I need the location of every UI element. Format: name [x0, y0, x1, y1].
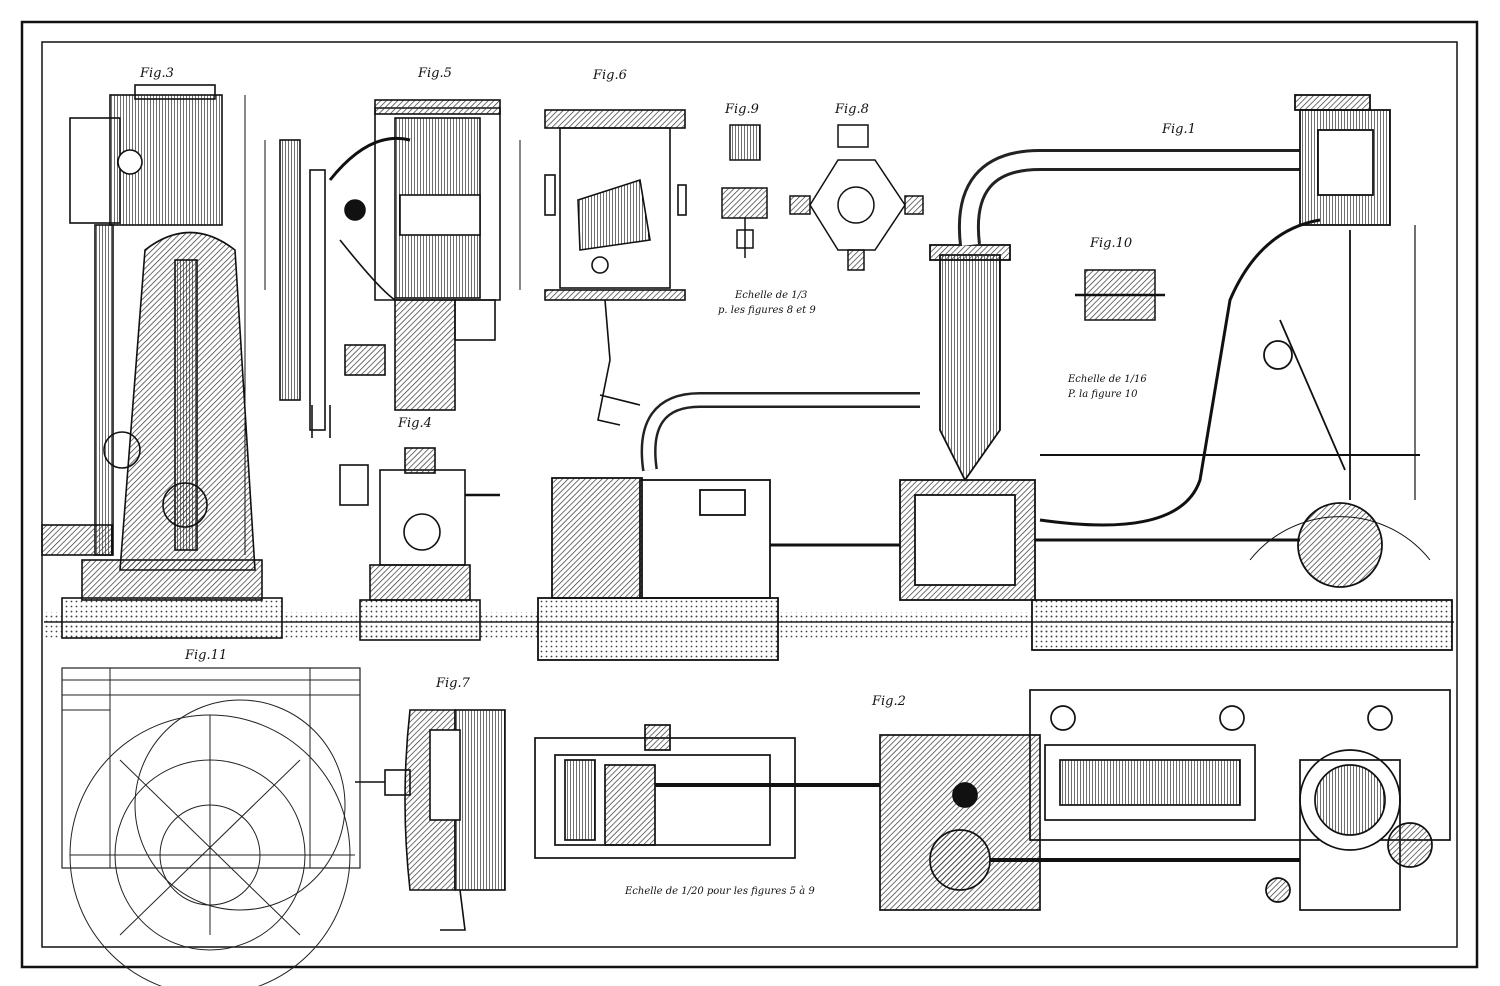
fig11-diagram	[61, 667, 361, 986]
fig5-label: Fig.5	[418, 66, 452, 81]
fig6-slide-valve	[544, 109, 687, 426]
fig10-label: Fig.10	[1090, 236, 1133, 251]
fig4-valve-chest	[339, 447, 500, 641]
fig8-label: Fig.8	[835, 102, 869, 117]
fig2-plan-view	[534, 689, 1451, 911]
fig5-cylinder-section	[264, 99, 521, 438]
fig11-label: Fig.11	[185, 648, 228, 663]
scale-note-fig5-9: Echelle de 1/20 pour les figures 5 à 9	[625, 886, 815, 897]
fig1-label: Fig.1	[1162, 122, 1196, 137]
fig9-label: Fig.9	[725, 102, 759, 117]
outer-border	[20, 20, 1479, 969]
fig6-label: Fig.6	[593, 68, 627, 83]
fig3-vertical-engine	[41, 84, 283, 639]
scale-note-fig8-9-line2: p. les figures 8 et 9	[718, 305, 816, 316]
fig9-detail	[721, 124, 768, 258]
scale-note-fig10-line1: Echelle de 1/16	[1068, 374, 1147, 385]
fig8-crosshead	[789, 124, 924, 271]
fig10-detail	[1075, 269, 1165, 321]
fig4-label: Fig.4	[398, 416, 432, 431]
fig3-label: Fig.3	[140, 66, 174, 81]
fig1-main-engine	[537, 94, 1453, 661]
fig2-label: Fig.2	[872, 694, 906, 709]
scale-note-fig10-line2: P. la figure 10	[1068, 389, 1138, 400]
fig7-label: Fig.7	[436, 676, 470, 691]
inner-border	[41, 41, 1458, 948]
fig7-cylinder-cover	[355, 709, 506, 931]
scale-note-fig8-9-line1: Echelle de 1/3	[735, 290, 808, 301]
